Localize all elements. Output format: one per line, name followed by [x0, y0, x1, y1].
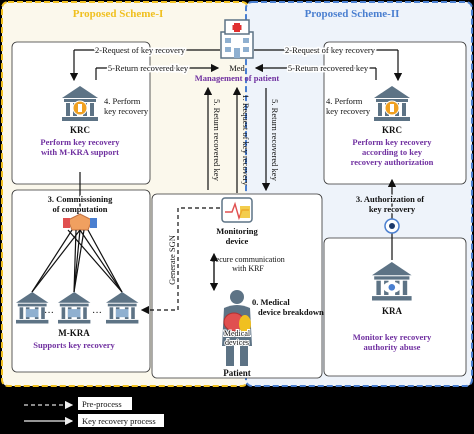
request-vertical-label: 1. Request of key recovery [241, 94, 251, 186]
med-label: Med [229, 63, 245, 73]
request-right-label: 2-Request of key recovery [285, 45, 376, 55]
patient-body-icon [222, 290, 252, 366]
generate-sgn-label: Generate SGN [167, 235, 177, 285]
scheme-one-title: Proposed Scheme-I [73, 8, 164, 20]
patient-box [151, 193, 323, 379]
right-krc-label: KRC [382, 125, 402, 135]
generate-sgn-arrow [140, 207, 220, 315]
legend-keyrecovery-box [78, 414, 164, 427]
scheme-two-title: Proposed Scheme-II [305, 8, 400, 20]
ellipsis-right: ··· [92, 308, 102, 319]
legend-preprocess-label: Pre-process [82, 399, 122, 409]
mkra-building-icon-1 [16, 292, 49, 324]
legend-preprocess-box [78, 397, 132, 410]
return-vertical-left-label: 5. Return recovered key [212, 99, 222, 181]
handshake-icon [63, 213, 97, 231]
left-mkra-box [11, 189, 151, 373]
mkra-building-icon-2 [58, 292, 91, 324]
right-krc-building-icon [374, 86, 410, 121]
patient-label: Patient [223, 368, 251, 378]
return-right-label: 5-Return recovered key [288, 63, 369, 73]
mkra-label: M-KRA [58, 328, 90, 338]
med-caption: Management of patient [195, 73, 280, 83]
authorization-eye-icon [384, 218, 400, 234]
mkra-caption: Supports key recovery [33, 340, 115, 350]
left-krc-building-icon [62, 86, 98, 121]
left-krc-label: KRC [70, 125, 90, 135]
kra-label: KRA [382, 306, 403, 316]
request-left-label: 2-Request of key recovery [95, 45, 186, 55]
ellipsis-left: ··· [44, 308, 54, 319]
distribution-lines [31, 229, 123, 293]
kra-building-icon [372, 262, 412, 301]
return-left-label: 5-Return recovered key [108, 63, 189, 73]
right-kra-box [323, 237, 467, 377]
mkra-building-icon-3 [106, 292, 139, 324]
legend-keyrecovery-label: Key recovery process [82, 416, 156, 426]
monitor-device-icon [221, 197, 253, 223]
hospital-icon [220, 19, 254, 59]
return-vertical-right-label: 5. Return recovered key [270, 99, 280, 181]
